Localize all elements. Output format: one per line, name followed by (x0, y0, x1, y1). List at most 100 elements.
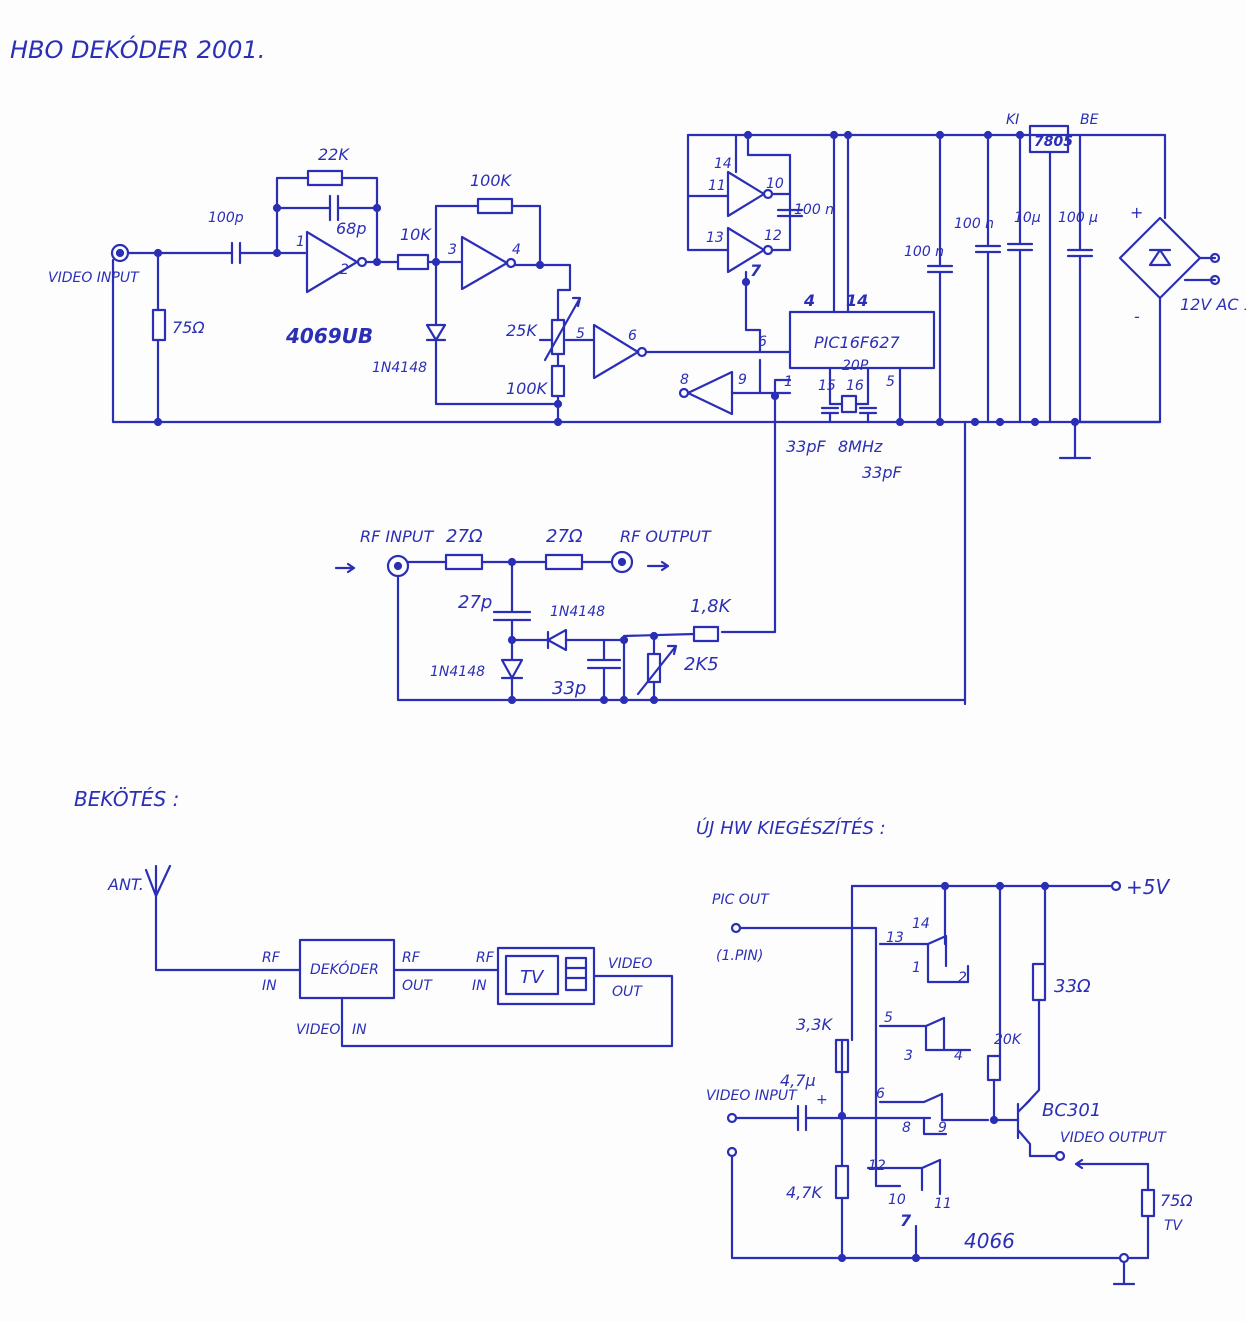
svg-text:VIDEO: VIDEO (608, 956, 652, 972)
svg-text:RF INPUT: RF INPUT (360, 527, 434, 546)
svg-text:2: 2 (340, 262, 349, 278)
svg-text:4: 4 (803, 291, 815, 310)
r75-label: 75Ω (172, 318, 205, 337)
svg-text:6: 6 (628, 328, 637, 344)
svg-text:PIC OUT: PIC OUT (712, 892, 770, 908)
resistor-75ohm (151, 308, 167, 342)
cap-33p (586, 638, 622, 702)
cap-100n-upper (776, 208, 804, 228)
diode1-label: 1N4148 (372, 360, 427, 376)
r22k-label: 22K (318, 145, 350, 164)
pic-out-terminal (730, 922, 742, 934)
ground-rail (111, 258, 977, 424)
svg-text:27Ω: 27Ω (446, 526, 483, 547)
svg-text:1: 1 (296, 234, 305, 250)
svg-text:4,7K: 4,7K (786, 1183, 823, 1202)
svg-text:33p: 33p (552, 678, 586, 699)
svg-text:(1.PIN): (1.PIN) (716, 948, 763, 964)
svg-text:13: 13 (706, 230, 724, 246)
svg-text:6: 6 (758, 334, 767, 350)
resistor-33ohm (1031, 962, 1047, 1002)
hw-ground-symbol (1112, 1260, 1136, 1286)
rf-circuit: RF INPUT 27Ω 27Ω RF OUTPUT 27p 1N4148 1,… (334, 526, 967, 705)
hw-extension: ÚJ HW KIEGÉSZÍTÉS : +5V PIC OUT (1.PIN) … (696, 817, 1193, 1286)
svg-text:11: 11 (708, 178, 726, 194)
hw-heading: ÚJ HW KIEGÉSZÍTÉS : (696, 817, 886, 839)
tv-screen-icon (504, 954, 560, 996)
svg-text:VIDEO: VIDEO (296, 1022, 340, 1038)
svg-text:8: 8 (680, 372, 689, 388)
svg-text:VIDEO OUTPUT: VIDEO OUTPUT (1060, 1130, 1167, 1146)
c100p-label: 100p (208, 210, 244, 226)
svg-text:RF OUTPUT: RF OUTPUT (620, 527, 712, 546)
svg-text:7: 7 (750, 261, 762, 280)
svg-text:3,3K: 3,3K (796, 1015, 833, 1034)
bekotes-heading: BEKÖTÉS : (74, 787, 179, 811)
pic-pkg-label: 20P (842, 358, 869, 374)
svg-text:33Ω: 33Ω (1054, 976, 1091, 997)
svg-text:4,7μ: 4,7μ (780, 1071, 816, 1090)
svg-text:27p: 27p (458, 592, 492, 613)
svg-text:7: 7 (900, 1211, 912, 1230)
svg-text:RF: RF (402, 950, 421, 966)
cap-100p (230, 241, 242, 265)
r100k-label: 100K (506, 379, 549, 398)
rf-output-connector (610, 550, 634, 574)
svg-text:16: 16 (846, 378, 864, 394)
diode-1n4148-v (500, 658, 524, 680)
svg-text:4: 4 (512, 242, 521, 258)
r10k-label: 10K (400, 225, 432, 244)
cap-100n-c (974, 133, 1002, 424)
resistor-100k (550, 364, 566, 398)
ic-4069-label: 4069UB (285, 324, 373, 348)
svg-text:10: 10 (766, 176, 784, 192)
ac-terminal-1 (1209, 252, 1221, 264)
svg-text:RF: RF (476, 950, 495, 966)
svg-text:27Ω: 27Ω (546, 526, 583, 547)
resistor-4k7 (834, 1164, 850, 1200)
svg-text:100 n: 100 n (904, 244, 944, 260)
svg-text:RF: RF (262, 950, 281, 966)
svg-text:9: 9 (738, 372, 747, 388)
pic16f627 (788, 310, 936, 370)
svg-text:14: 14 (846, 291, 868, 310)
title: HBO DEKÓDER 2001. (10, 34, 265, 64)
svg-text:TV: TV (1164, 1218, 1184, 1234)
svg-text:33pF: 33pF (786, 437, 827, 456)
hw-video-output-terminal (1054, 1150, 1066, 1162)
svg-text:8MHz: 8MHz (838, 437, 883, 456)
inverter-3 (592, 323, 640, 380)
svg-text:15: 15 (818, 378, 836, 394)
resistor-100k-fb (476, 197, 514, 215)
svg-text:-: - (1134, 307, 1140, 326)
plus5v-terminal (1110, 880, 1122, 892)
supply-label: 12V AC 100mA (1180, 295, 1246, 314)
pic-label: PIC16F627 (814, 333, 900, 352)
svg-text:IN: IN (352, 1022, 367, 1038)
pot25k-label: 25K (506, 321, 538, 340)
svg-text:5: 5 (884, 1010, 893, 1026)
svg-text:TV: TV (520, 967, 545, 988)
svg-text:8: 8 (902, 1120, 911, 1136)
svg-text:3: 3 (448, 242, 457, 258)
bridge-rectifier (1118, 216, 1202, 300)
svg-text:2: 2 (958, 970, 967, 986)
inverter-4 (686, 370, 734, 416)
inverter-11-10 (726, 170, 766, 218)
svg-text:7805: 7805 (1034, 134, 1073, 150)
ic-4066-label: 4066 (964, 1229, 1015, 1253)
svg-text:12: 12 (764, 228, 782, 244)
svg-text:+: + (816, 1092, 828, 1108)
transistor-bc301 (1016, 1098, 1032, 1158)
main-circuit: VIDEO INPUT 75Ω 100p 22K 68p 1 2 (48, 112, 1246, 706)
hw-video-input-terminal (726, 1112, 738, 1124)
ground-symbol (1058, 420, 1092, 460)
resistor-75ohm-tv (1140, 1188, 1156, 1218)
svg-text:4: 4 (954, 1048, 963, 1064)
svg-text:VIDEO INPUT: VIDEO INPUT (706, 1088, 798, 1104)
svg-text:1,8K: 1,8K (690, 596, 732, 617)
svg-text:6: 6 (876, 1086, 885, 1102)
svg-text:BC301: BC301 (1042, 1100, 1101, 1121)
